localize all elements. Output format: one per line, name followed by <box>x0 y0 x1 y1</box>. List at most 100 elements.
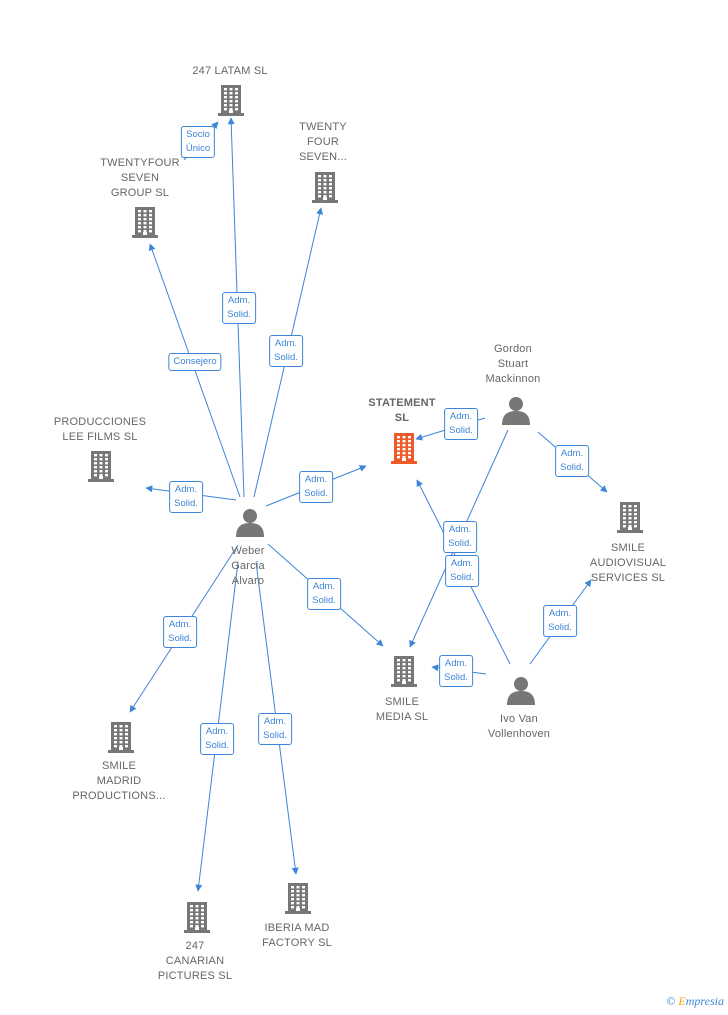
edge-label-line: Socio <box>186 129 210 140</box>
node-label-line: SERVICES SL <box>590 572 666 584</box>
edge-label-gordon-to-smile_media[interactable]: Adm. Solid. <box>443 521 477 553</box>
edge-label-line: Solid. <box>449 425 473 436</box>
person-icon-weber[interactable] <box>235 507 265 542</box>
node-label-line: MEDIA SL <box>375 711 429 723</box>
node-label-producciones_lee[interactable]: PRODUCCIONES LEE FILMS SL <box>54 415 146 445</box>
node-label-line: 247 LATAM SL <box>192 65 268 77</box>
edge-label-line: Adm. <box>450 558 474 569</box>
edge-label-weber-to-canarian[interactable]: Adm.Solid. <box>200 723 234 755</box>
edge-label-line: Solid. <box>312 595 336 606</box>
building-icon-iberia[interactable] <box>285 881 311 920</box>
edge-label-ivo-to-statement[interactable]: Adm. Solid. <box>445 555 479 587</box>
node-label-line: PRODUCCIONES <box>53 416 147 428</box>
building-icon-smile_media[interactable] <box>391 654 417 693</box>
person-icon-gordon[interactable] <box>501 395 531 430</box>
edge-label-weber-to-producciones_lee[interactable]: Adm.Solid. <box>169 481 203 513</box>
building-icon-statement[interactable] <box>391 431 417 470</box>
edge-label-line: Solid. <box>227 309 251 320</box>
edge-label-gordon-to-statement[interactable]: Adm.Solid. <box>444 408 478 440</box>
node-label-line: SL <box>394 412 410 424</box>
node-label-line: PICTURES SL <box>157 970 233 982</box>
node-label-line: Gordon <box>494 343 532 355</box>
edge-label-line: Solid. <box>560 462 584 473</box>
building-icon-twentyfour_seven_group[interactable] <box>132 205 158 244</box>
node-label-line: Garcia <box>231 560 265 572</box>
building-icon-canarian[interactable] <box>184 900 210 939</box>
edge-label-line: Adm. <box>168 619 192 630</box>
edge-label-ivo-to-smile_audiovisual[interactable]: Adm. Solid. <box>543 605 577 637</box>
node-label-line: IBERIA MAD <box>264 922 330 934</box>
node-label-line: Mackinnon <box>485 373 541 385</box>
node-label-line: SMILE <box>384 696 419 708</box>
node-label-twentyfour_seven_group[interactable]: TWENTYFOUR SEVEN GROUP SL <box>100 156 180 201</box>
node-label-line: STATEMENT <box>368 397 436 409</box>
edge-label-weber-to-twentyfour_seven_group[interactable]: Consejero <box>168 353 222 371</box>
node-label-line: MADRID <box>96 775 142 787</box>
node-label-line: AUDIOVISUAL <box>589 557 667 569</box>
edge-label-ivo-to-smile_media[interactable]: Adm. Solid. <box>439 655 473 687</box>
building-icon-latam[interactable] <box>218 83 244 122</box>
node-label-line: FACTORY SL <box>262 937 332 949</box>
node-label-line: FOUR <box>307 136 339 148</box>
node-label-iberia[interactable]: IBERIA MAD FACTORY SL <box>262 921 332 951</box>
building-icon-twenty_four_seven[interactable] <box>312 170 338 209</box>
node-label-latam[interactable]: 247 LATAM SL <box>192 64 267 79</box>
node-label-smile_audiovisual[interactable]: SMILE AUDIOVISUAL SERVICES SL <box>590 541 666 586</box>
edge-label-line: Solid. <box>450 572 474 583</box>
brand-initial: E <box>678 994 686 1008</box>
node-label-line: GROUP SL <box>110 187 170 199</box>
node-label-line: SMILE <box>610 542 646 554</box>
node-label-line: TWENTY <box>299 121 347 133</box>
building-icon-producciones_lee[interactable] <box>88 449 114 488</box>
node-label-smile_media[interactable]: SMILE MEDIA SL <box>376 695 428 725</box>
edge-label-weber-to-statement[interactable]: Adm.Solid. <box>299 471 333 503</box>
node-label-line: Vollenhoven <box>487 728 551 740</box>
node-label-statement[interactable]: STATEMENT SL <box>368 396 435 426</box>
node-label-line: Ivo Van <box>500 713 538 725</box>
edge-label-line: Solid. <box>448 538 472 549</box>
edge-label-line: Adm. <box>444 658 468 669</box>
edge-label-weber-to-twenty_four_seven[interactable]: Adm. Solid. <box>269 335 303 367</box>
node-label-line: TWENTYFOUR <box>100 157 180 169</box>
edge-label-weber-to-latam[interactable]: Adm. Solid. <box>222 292 256 324</box>
edge-label-line: Solid. <box>444 672 468 683</box>
edge-label-weber-to-iberia[interactable]: Adm.Solid. <box>258 713 292 745</box>
edge-label-line: Solid. <box>274 352 298 363</box>
node-label-line: PRODUCTIONS... <box>72 790 166 802</box>
edge-label-line: Adm. <box>448 524 472 535</box>
building-icon-smile_audiovisual[interactable] <box>617 500 643 539</box>
building-icon-smile_madrid[interactable] <box>108 720 134 759</box>
edge-label-line: Adm. <box>227 295 251 306</box>
person-icon-ivo[interactable] <box>506 675 536 710</box>
edge-label-line: Solid. <box>174 498 198 509</box>
node-label-line: LEE FILMS SL <box>62 431 138 443</box>
node-label-line: SMILE <box>101 760 136 772</box>
edge-label-gordon-to-smile_audiovisual[interactable]: Adm. Solid. <box>555 445 589 477</box>
node-label-line: CANARIAN <box>165 955 225 967</box>
node-label-line: 247 <box>185 940 205 952</box>
edge-label-line: Solid. <box>548 622 572 633</box>
edge-label-line: Adm. <box>548 608 572 619</box>
edge-label-line: Solid. <box>205 740 229 751</box>
edge-label-line: Adm. <box>263 716 287 727</box>
node-label-line: SEVEN <box>120 172 160 184</box>
brand-name: mpresia <box>685 994 724 1008</box>
edge-label-line: Consejero <box>173 356 217 367</box>
edge-label-weber-to-smile_media[interactable]: Adm.Solid. <box>307 578 341 610</box>
edge-label-line: Único <box>185 143 211 154</box>
empresia-brand[interactable]: © Empresia <box>666 994 724 1009</box>
node-label-line: Stuart <box>497 358 529 370</box>
edge-label-weber-to-smile_madrid[interactable]: Adm.Solid. <box>163 616 197 648</box>
edge-label-line: Adm. <box>304 474 328 485</box>
node-label-smile_madrid[interactable]: SMILE MADRID PRODUCTIONS... <box>72 759 165 804</box>
edge-label-line: Adm. <box>274 338 298 349</box>
copyright-symbol: © <box>666 994 676 1008</box>
edge-label-line: Adm. <box>560 448 584 459</box>
node-label-line: Weber <box>231 545 265 557</box>
